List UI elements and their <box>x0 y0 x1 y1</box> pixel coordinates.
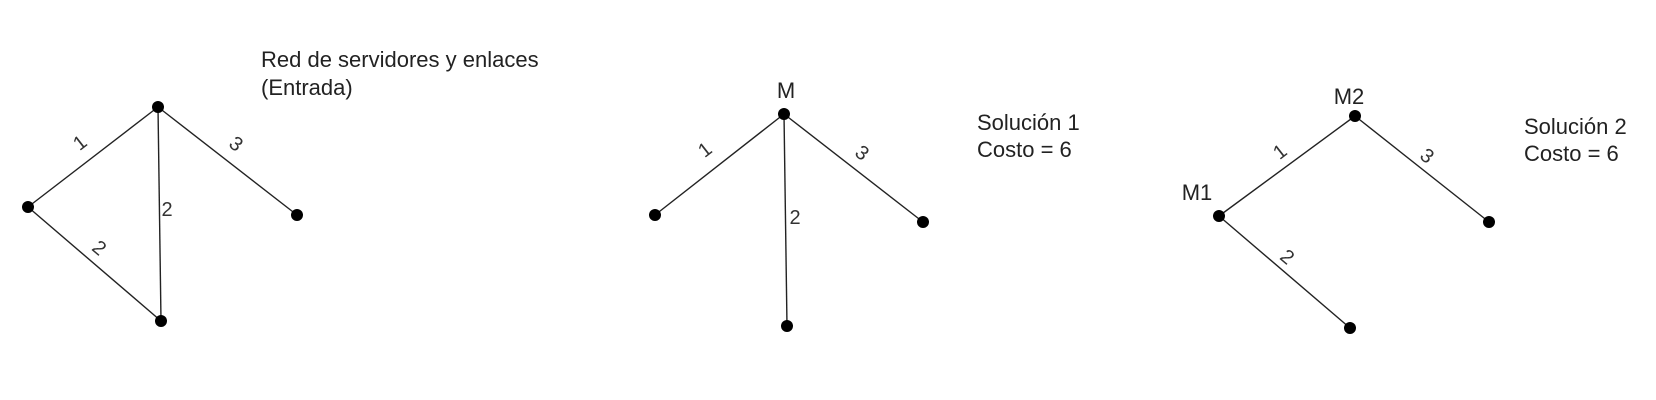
sol1-edge-3 <box>783 113 924 223</box>
sol2-node-right <box>1483 216 1495 228</box>
sol2-title: Solución 2 <box>1524 114 1627 139</box>
sol1-weight-1: 1 <box>694 138 716 162</box>
sol2-edge-1 <box>1218 115 1356 217</box>
sol1-cost: Costo = 6 <box>977 137 1072 162</box>
sol1-node-right <box>917 216 929 228</box>
sol1-edge-1 <box>654 113 785 216</box>
input-graph: 1 3 2 2 Red de servidores y enlaces (Ent… <box>22 47 539 327</box>
input-weight-3: 3 <box>225 132 247 156</box>
sol2-node-m1 <box>1213 210 1225 222</box>
sol2-edge-3 <box>1354 115 1490 223</box>
sol1-edge-2 <box>783 113 788 327</box>
solution1-graph: M 1 2 3 Solución 1 Costo = 6 <box>649 78 1080 332</box>
input-node-right <box>291 209 303 221</box>
input-node-top <box>152 101 164 113</box>
sol2-weight-2: 2 <box>1276 245 1299 269</box>
input-edge-2-vertical <box>157 106 162 322</box>
sol2-edge-2 <box>1218 215 1351 329</box>
input-weight-2-vertical: 2 <box>161 199 172 221</box>
sol1-label-m: M <box>777 78 795 103</box>
input-title-line1: Red de servidores y enlaces <box>261 47 539 72</box>
sol1-node-bottom <box>781 320 793 332</box>
sol1-weight-2: 2 <box>789 207 800 229</box>
input-edge-3 <box>157 106 298 216</box>
input-node-bottom <box>155 315 167 327</box>
solution2-graph: M2 M1 1 3 2 Solución 2 Costo = 6 <box>1182 84 1627 334</box>
input-edge-1 <box>27 106 159 208</box>
sol2-node-bottom <box>1344 322 1356 334</box>
input-node-left <box>22 201 34 213</box>
sol1-node-left <box>649 209 661 221</box>
input-weight-1: 1 <box>69 131 91 155</box>
input-edge-2-diagonal <box>27 206 162 322</box>
input-weight-2-diagonal: 2 <box>88 236 111 260</box>
sol2-label-m2: M2 <box>1334 84 1365 109</box>
sol2-label-m1: M1 <box>1182 180 1213 205</box>
sol1-node-m <box>778 108 790 120</box>
sol1-weight-3: 3 <box>851 141 873 165</box>
sol2-node-m2 <box>1349 110 1361 122</box>
sol2-weight-1: 1 <box>1269 140 1291 164</box>
sol2-cost: Costo = 6 <box>1524 141 1619 166</box>
sol2-weight-3: 3 <box>1416 144 1438 168</box>
sol1-title: Solución 1 <box>977 110 1080 135</box>
input-title-line2: (Entrada) <box>261 75 353 100</box>
